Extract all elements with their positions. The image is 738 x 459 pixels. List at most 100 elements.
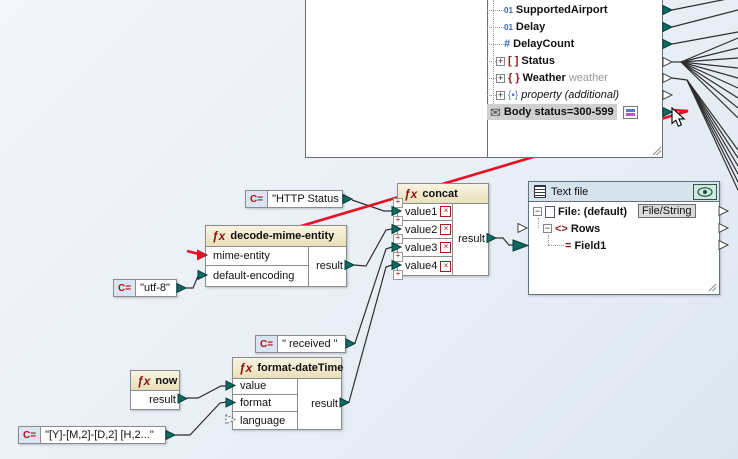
connection-line[interactable] xyxy=(671,9,738,28)
output-connector[interactable] xyxy=(176,282,188,294)
function-decode-mime-entity[interactable]: ƒx decode-mime-entity mime-entity defaul… xyxy=(205,225,347,287)
remove-input-icon[interactable]: × xyxy=(440,260,452,272)
input-connector[interactable] xyxy=(225,397,237,408)
connection-line[interactable] xyxy=(351,199,392,212)
input-connector[interactable] xyxy=(225,380,237,391)
connection-line[interactable] xyxy=(496,237,513,246)
remove-input-icon[interactable]: × xyxy=(440,206,452,217)
output-connector[interactable] xyxy=(345,338,357,349)
function-now[interactable]: ƒx now result xyxy=(130,370,180,410)
collapse-icon[interactable]: − xyxy=(533,206,542,216)
resize-grip[interactable] xyxy=(652,146,662,156)
connection-line[interactable] xyxy=(680,61,738,99)
input-connector[interactable] xyxy=(197,269,209,281)
tree-item-weather[interactable]: + { } Weather weather xyxy=(496,70,608,86)
tree-item-property-additional[interactable]: + {▪} property (additional) xyxy=(496,87,619,103)
input-connector[interactable] xyxy=(391,205,403,217)
input-connector[interactable] xyxy=(391,241,403,253)
connection-line[interactable] xyxy=(186,275,199,289)
function-format-datetime[interactable]: ƒx format-dateTime value format language… xyxy=(232,357,343,430)
connection-line[interactable] xyxy=(671,0,727,11)
output-connector[interactable] xyxy=(718,239,730,251)
connection-line[interactable] xyxy=(680,47,738,63)
connection-line[interactable] xyxy=(686,79,738,191)
collapse-icon[interactable]: − xyxy=(543,223,552,233)
output-connector[interactable] xyxy=(344,259,356,271)
file-string-button[interactable]: File/String xyxy=(638,204,696,218)
constant-utf8[interactable]: C= "utf-8" xyxy=(113,279,177,297)
add-input-button[interactable]: + xyxy=(393,198,403,208)
connection-line[interactable] xyxy=(671,77,688,81)
output-connector[interactable] xyxy=(339,397,351,408)
text-file-file-row[interactable]: − File: (default) xyxy=(533,204,627,219)
connection-line[interactable] xyxy=(671,31,738,45)
schema-component[interactable] xyxy=(305,0,663,158)
input-connector[interactable] xyxy=(512,239,530,252)
text-file-rows-row[interactable]: − <> Rows xyxy=(543,221,600,236)
output-connector[interactable] xyxy=(662,56,674,68)
output-connector[interactable] xyxy=(342,193,354,205)
expand-icon[interactable]: + xyxy=(496,72,505,83)
connection-line[interactable] xyxy=(680,61,738,89)
output-connector[interactable] xyxy=(662,4,674,16)
add-input-button[interactable]: + xyxy=(393,234,403,244)
input-label: value3 xyxy=(405,241,438,254)
expand-icon[interactable]: + xyxy=(496,89,505,100)
connection-line[interactable] xyxy=(680,61,738,109)
text-file-field-row[interactable]: = Field1 xyxy=(565,238,606,253)
preview-eye-button[interactable] xyxy=(693,184,717,200)
connection-line[interactable] xyxy=(686,79,738,167)
output-connector[interactable] xyxy=(662,106,674,118)
rows-row-label: Rows xyxy=(570,222,601,235)
output-connector[interactable] xyxy=(165,429,177,441)
tree-item-status[interactable]: + [ ] Status xyxy=(496,53,555,69)
connection-line[interactable] xyxy=(686,79,738,159)
output-connector[interactable] xyxy=(662,21,674,33)
tree-item-body-status[interactable]: ✉ Body status=300-599 xyxy=(487,104,638,120)
remove-input-icon[interactable]: × xyxy=(440,242,452,253)
output-connector[interactable] xyxy=(662,72,674,84)
resize-grip[interactable] xyxy=(708,283,717,292)
connection-line[interactable] xyxy=(680,61,738,79)
tree-item-delay[interactable]: 01 Delay xyxy=(504,19,545,35)
remove-input-icon[interactable]: × xyxy=(440,224,452,235)
add-input-button[interactable]: + xyxy=(393,270,403,280)
tree-item-delaycount[interactable]: # DelayCount xyxy=(504,36,574,52)
add-input-button[interactable]: + xyxy=(393,216,403,226)
output-connector[interactable] xyxy=(662,38,674,50)
add-input-button[interactable]: + xyxy=(393,252,403,262)
field-type-icon: = xyxy=(565,239,572,252)
selected-connection[interactable] xyxy=(206,108,689,256)
input-connector[interactable] xyxy=(517,222,529,234)
component-header: Text file xyxy=(529,182,719,202)
output-connector[interactable] xyxy=(177,393,189,404)
connection-line[interactable] xyxy=(680,61,738,69)
output-connector[interactable] xyxy=(486,232,498,244)
connection-line[interactable] xyxy=(686,79,738,151)
connection-line[interactable] xyxy=(175,401,227,436)
constant-badge: C= xyxy=(256,336,279,352)
connection-line[interactable] xyxy=(354,246,393,344)
connection-settings-button[interactable] xyxy=(622,105,638,119)
connection-line[interactable] xyxy=(680,61,738,119)
connection-line[interactable] xyxy=(348,264,393,403)
input-connector[interactable] xyxy=(391,259,403,271)
constant-received[interactable]: C= " received " xyxy=(255,335,346,353)
connection-line[interactable] xyxy=(680,57,738,63)
text-file-component[interactable]: Text file xyxy=(528,181,720,295)
tree-item-supportedairport[interactable]: 01 SupportedAirport xyxy=(504,2,608,18)
function-concat[interactable]: ƒx concat value1 × value2 × value3 × val… xyxy=(397,183,489,276)
optional-input-connector[interactable] xyxy=(225,414,237,425)
output-connector[interactable] xyxy=(662,89,674,101)
constant-datetime-format[interactable]: C= "[Y]-[M,2]-[D,2] [H,2..." xyxy=(18,426,166,444)
output-connector[interactable] xyxy=(718,205,730,217)
constant-http-status[interactable]: C= "HTTP Status " xyxy=(245,190,346,208)
connection-line[interactable] xyxy=(187,385,226,399)
input-connector[interactable] xyxy=(391,223,403,235)
expand-icon[interactable]: + xyxy=(496,55,505,66)
output-connector[interactable] xyxy=(718,222,730,234)
connection-line[interactable] xyxy=(680,37,738,63)
connection-line[interactable] xyxy=(353,228,393,267)
input-label: value xyxy=(240,380,267,392)
